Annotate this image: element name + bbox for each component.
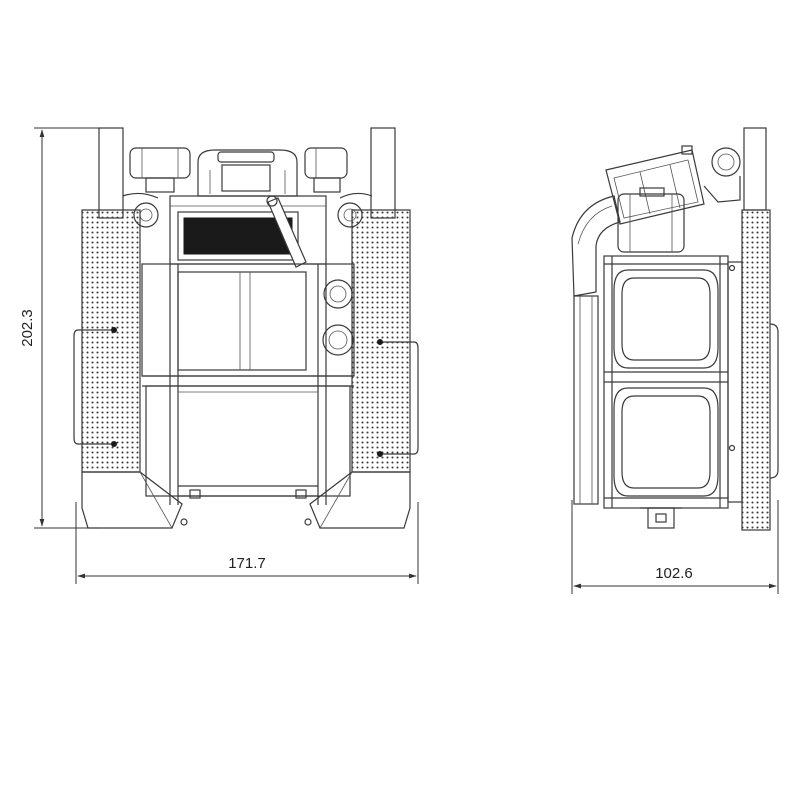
side-width-label: 102.6 xyxy=(655,565,693,582)
left-handle xyxy=(73,327,117,447)
side-top-cylinder xyxy=(711,147,741,177)
front-view xyxy=(73,127,419,529)
side-width-dimension: 102.6 xyxy=(571,500,779,594)
front-width-label: 171.7 xyxy=(228,555,266,572)
diagonal-pipe xyxy=(266,195,307,268)
side-top-box xyxy=(605,145,705,225)
side-curved-duct xyxy=(571,195,621,505)
side-center-tank xyxy=(617,187,685,253)
side-bottom-bracket xyxy=(640,507,682,529)
lower-frame xyxy=(145,385,351,499)
left-exhaust-stack xyxy=(98,127,124,219)
left-air-cleaner xyxy=(129,147,191,193)
top-center-housing xyxy=(197,149,298,197)
front-height-dimension: 202.3 xyxy=(19,127,100,529)
middle-frame xyxy=(141,263,355,505)
right-air-cleaner xyxy=(304,147,348,193)
side-lower-window xyxy=(613,387,719,497)
right-exhaust-stack xyxy=(370,127,396,219)
side-exhaust-stack xyxy=(743,127,767,211)
left-perforated-guard xyxy=(81,209,183,529)
front-width-dimension: 171.7 xyxy=(75,502,419,584)
right-handle xyxy=(377,339,419,457)
height-label: 202.3 xyxy=(19,309,36,347)
side-upper-window xyxy=(613,269,719,369)
radiator-core xyxy=(183,217,293,255)
side-view xyxy=(571,127,779,531)
filters xyxy=(322,279,354,356)
right-perforated-guard xyxy=(309,209,411,529)
side-main-frame xyxy=(603,255,743,509)
